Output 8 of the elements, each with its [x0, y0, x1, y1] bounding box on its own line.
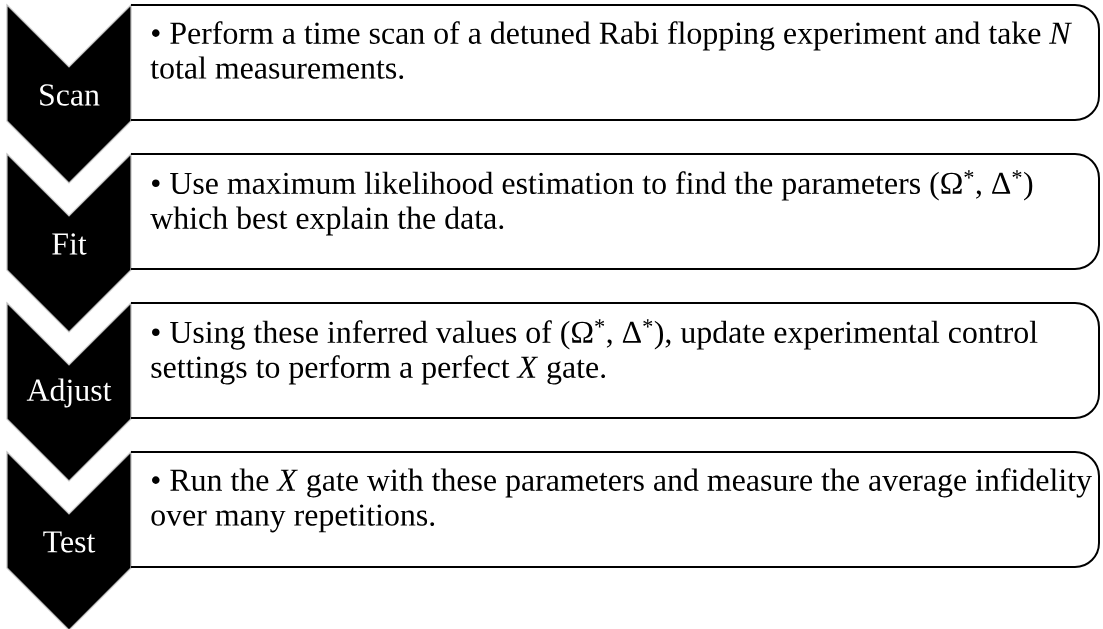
step-box: • Run the X gate with these parameters and measure the average infidelity over many repetitions. [130, 451, 1100, 568]
chevron-block: Fit [6, 152, 132, 333]
step-box: • Perform a time scan of a detuned Rabi flopping experiment and take N total measurements. [130, 4, 1100, 121]
step-box: • Using these inferred values of (Ω$^{*}$, Δ$^{*}$), update experimental control settings to perform a perfect X gate. [130, 302, 1100, 419]
chevron-block: Test [6, 450, 132, 629]
chevron-block: Scan [6, 3, 132, 184]
step-box: • Use maximum likelihood estimation to find the parameters (Ω$^{*}$, Δ$^{*}$) which best explain the data. [130, 153, 1100, 270]
chevron-block: Adjust [6, 301, 132, 482]
